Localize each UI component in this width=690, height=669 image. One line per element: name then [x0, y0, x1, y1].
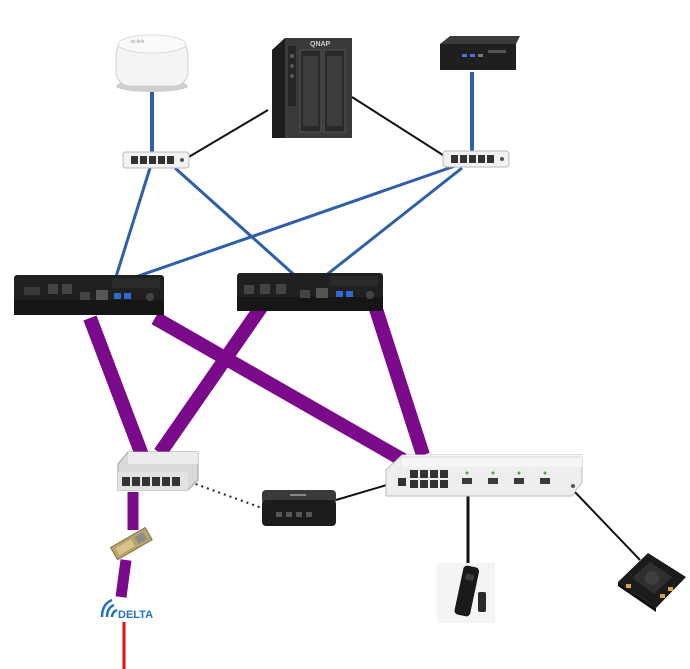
link-core-switch-to-sbc — [572, 489, 641, 561]
link-router-to-core-switch — [335, 483, 391, 501]
link-server-right-to-fiber-switch — [154, 302, 268, 457]
link-sfp-to-isp — [115, 559, 132, 598]
router-icon — [262, 490, 336, 526]
server-left-icon — [14, 275, 164, 315]
link-switch-right-to-server-right — [319, 166, 463, 282]
usb-device-icon — [437, 563, 495, 623]
mini-pc-icon — [440, 36, 520, 70]
switch-small-right-icon — [442, 150, 510, 168]
isp-logo: DELTA — [100, 598, 153, 621]
wifi-access-point-icon: tp-link — [115, 34, 189, 92]
link-nas-to-switch-right — [351, 96, 447, 158]
link-fiber-switch-to-router-dotted — [189, 481, 263, 509]
svg-text:tp-link: tp-link — [131, 39, 145, 45]
link-switch-left-to-server-left — [113, 167, 152, 281]
isp-brand-label: DELTA — [118, 609, 153, 621]
nas-brand-label: QNAP — [310, 41, 331, 48]
link-server-left-to-fiber-switch — [83, 315, 149, 458]
server-right-icon — [237, 273, 383, 311]
link-switch-right-to-server-left — [126, 164, 456, 282]
single-board-computer-icon — [618, 553, 686, 612]
links — [83, 72, 641, 669]
nas-icon: QNAP — [272, 38, 352, 138]
switch-small-left-icon — [122, 151, 190, 169]
link-server-left-to-core-switch — [151, 311, 407, 467]
link-server-right-to-core-switch — [368, 303, 430, 458]
link-switch-left-to-nas — [186, 109, 269, 159]
sfp-module-icon — [109, 526, 153, 561]
core-switch-icon — [385, 454, 583, 497]
link-switch-left-to-server-right — [173, 166, 302, 282]
fiber-switch-small-icon — [117, 451, 199, 491]
